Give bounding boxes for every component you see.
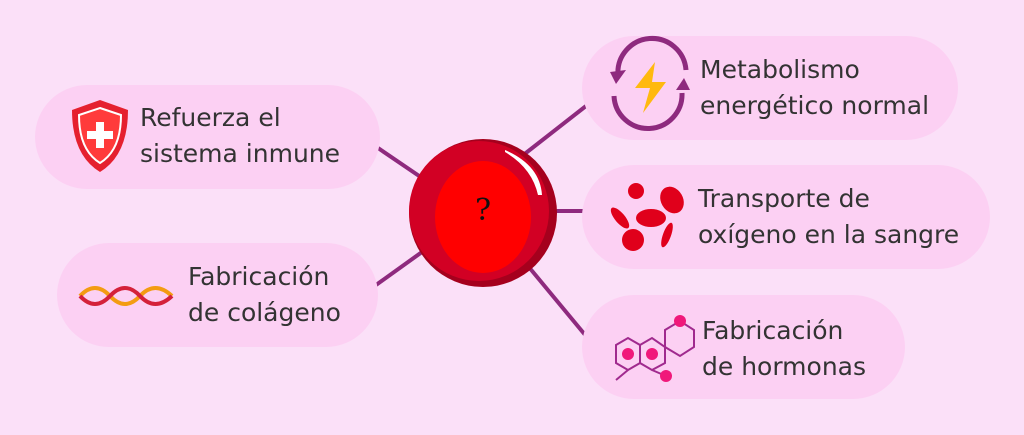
energy-cycle-icon xyxy=(610,35,690,131)
molecule-icon xyxy=(615,315,695,382)
item-hormones xyxy=(582,295,905,399)
shield-cross-icon xyxy=(72,100,128,172)
dna-icon xyxy=(78,286,174,306)
red-blood-cell-center xyxy=(409,139,557,287)
red-blood-cells-icon xyxy=(610,183,684,251)
center-question-mark: ? xyxy=(474,193,492,228)
